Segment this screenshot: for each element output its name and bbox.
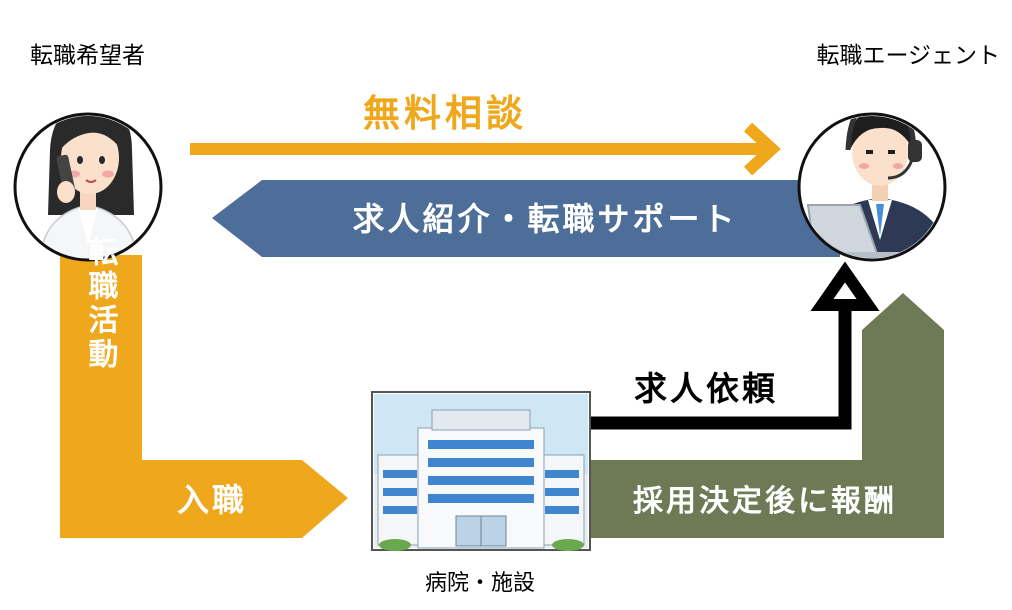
hospital-facility-label: 病院・施設 [425, 571, 535, 596]
job-request-arrowhead [810, 261, 880, 311]
free-consultation-arrowhead [743, 122, 781, 176]
joining-label: 入職 [177, 481, 247, 519]
job-activity-label: 転職活動 [83, 236, 119, 372]
woman-on-phone-icon [13, 112, 163, 262]
hospital-building-icon [371, 391, 591, 551]
job-intro-arrow [212, 180, 840, 257]
job-intro-support-label: 求人紹介・転職サポート [352, 200, 737, 238]
job-seeker-label: 転職希望者 [30, 43, 145, 69]
reward-label: 採用決定後に報酬 [633, 484, 897, 519]
job-activity-arrow [60, 255, 348, 538]
man-with-headset-laptop-icon [797, 112, 947, 262]
free-consultation-label: 無料相談 [363, 92, 527, 135]
job-request-label: 求人依頼 [634, 369, 778, 408]
reward-arrow [585, 293, 944, 538]
agent-label: 転職エージェント [816, 43, 1000, 69]
job-request-arrow [585, 300, 852, 430]
